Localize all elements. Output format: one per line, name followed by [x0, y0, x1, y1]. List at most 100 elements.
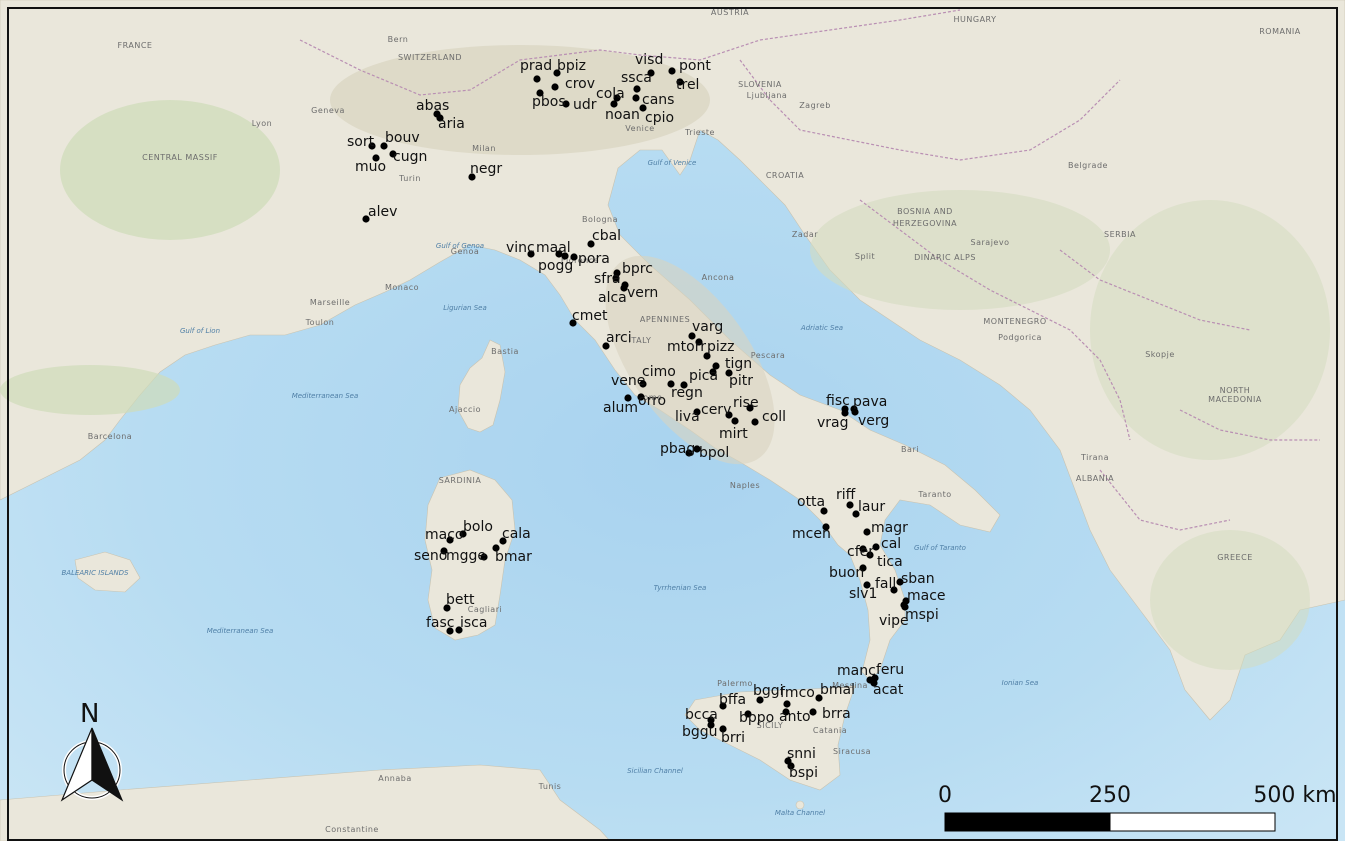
- site-point-fmco[interactable]: [783, 700, 791, 708]
- site-point-vipe[interactable]: [900, 601, 908, 609]
- site-point-magr[interactable]: [863, 528, 871, 536]
- site-point-sfra[interactable]: [612, 274, 620, 282]
- site-point-prad[interactable]: [533, 75, 541, 83]
- site-point-isca[interactable]: [455, 626, 463, 634]
- site-point-trel[interactable]: [676, 78, 684, 86]
- site-point-vrag[interactable]: [841, 409, 849, 417]
- site-point-cugn[interactable]: [389, 150, 397, 158]
- site-point-brri[interactable]: [719, 725, 727, 733]
- basemap-label: NORTH: [1220, 386, 1251, 395]
- site-point-bcca[interactable]: [707, 716, 715, 724]
- site-point-bmar[interactable]: [492, 544, 500, 552]
- site-point-bspi[interactable]: [787, 762, 795, 770]
- site-point-varg[interactable]: [688, 332, 696, 340]
- site-label-tica: tica: [877, 554, 903, 570]
- site-point-tica[interactable]: [866, 551, 874, 559]
- site-point-laur[interactable]: [852, 510, 860, 518]
- site-point-bett[interactable]: [443, 604, 451, 612]
- land-corsica: [457, 339, 506, 433]
- site-label-mtorr: mtorr: [667, 339, 706, 355]
- scale-segment-white: [1109, 812, 1276, 832]
- basemap-label: ITALY: [629, 336, 652, 345]
- site-point-bppo[interactable]: [744, 710, 752, 718]
- site-point-coll[interactable]: [751, 418, 759, 426]
- site-point-cal[interactable]: [872, 543, 880, 551]
- site-point-sban[interactable]: [896, 578, 904, 586]
- site-point-cmet[interactable]: [569, 319, 577, 327]
- site-point-negr[interactable]: [468, 173, 476, 181]
- site-point-bffa[interactable]: [719, 702, 727, 710]
- site-point-sort[interactable]: [368, 142, 376, 150]
- site-point-mgge[interactable]: [480, 553, 488, 561]
- site-point-mcen[interactable]: [822, 523, 830, 531]
- basemap-label: Ajaccio: [449, 405, 481, 414]
- site-point-verg[interactable]: [851, 408, 859, 416]
- site-point-cfer[interactable]: [859, 545, 867, 553]
- site-point-tign[interactable]: [712, 362, 720, 370]
- site-point-bggi[interactable]: [756, 696, 764, 704]
- site-point-alum[interactable]: [624, 394, 632, 402]
- site-point-cimo[interactable]: [667, 380, 675, 388]
- site-point-cala[interactable]: [499, 537, 507, 545]
- site-point-cbal[interactable]: [587, 240, 595, 248]
- site-point-seno[interactable]: [440, 547, 448, 555]
- site-point-cerv[interactable]: [725, 411, 733, 419]
- site-point-otta[interactable]: [820, 507, 828, 515]
- site-point-regn[interactable]: [680, 381, 688, 389]
- site-point-cola[interactable]: [613, 94, 621, 102]
- site-point-maco[interactable]: [446, 536, 454, 544]
- site-point-vene[interactable]: [639, 380, 647, 388]
- site-point-fasc[interactable]: [446, 627, 454, 635]
- site-label-alca: alca: [598, 290, 627, 306]
- basemap-label: Toulon: [305, 318, 335, 327]
- site-label-cans: cans: [642, 92, 674, 108]
- site-point-vern[interactable]: [621, 281, 629, 289]
- site-point-noan[interactable]: [610, 100, 618, 108]
- site-point-liva[interactable]: [693, 408, 701, 416]
- site-point-muo[interactable]: [372, 154, 380, 162]
- site-point-bpol[interactable]: [693, 445, 701, 453]
- site-point-pica[interactable]: [709, 368, 717, 376]
- site-point-pizz[interactable]: [703, 352, 711, 360]
- site-point-riff[interactable]: [846, 501, 854, 509]
- site-point-cpio[interactable]: [639, 104, 647, 112]
- site-point-mirt[interactable]: [731, 417, 739, 425]
- site-point-pont[interactable]: [668, 67, 676, 75]
- site-label-liva: liva: [675, 409, 700, 425]
- site-point-visd[interactable]: [647, 69, 655, 77]
- site-point-cans[interactable]: [632, 94, 640, 102]
- site-label-fall: fall: [875, 576, 896, 592]
- site-point-pbos[interactable]: [536, 89, 544, 97]
- site-point-rise[interactable]: [746, 404, 754, 412]
- site-point-buon[interactable]: [859, 564, 867, 572]
- site-point-pbag[interactable]: [685, 449, 693, 457]
- site-point-udr[interactable]: [562, 100, 570, 108]
- site-label-fasc: fasc: [426, 615, 455, 631]
- site-point-pogg[interactable]: [561, 252, 569, 260]
- site-point-orro[interactable]: [637, 393, 645, 401]
- site-point-anto[interactable]: [782, 708, 790, 716]
- site-point-bolo[interactable]: [459, 530, 467, 538]
- site-point-crov[interactable]: [551, 83, 559, 91]
- site-point-arci[interactable]: [602, 342, 610, 350]
- basemap-label: APENNINES: [640, 315, 690, 324]
- site-point-alev[interactable]: [362, 215, 370, 223]
- site-point-pora[interactable]: [570, 253, 578, 261]
- site-point-bpiz[interactable]: [553, 69, 561, 77]
- site-point-mtorr[interactable]: [695, 338, 703, 346]
- site-point-aria[interactable]: [436, 114, 444, 122]
- site-point-vinc[interactable]: [527, 250, 535, 258]
- site-point-fall[interactable]: [890, 586, 898, 594]
- site-point-brra[interactable]: [809, 708, 817, 716]
- site-label-verg: verg: [858, 413, 889, 429]
- site-point-maal[interactable]: [555, 250, 563, 258]
- site-point-slv1[interactable]: [863, 581, 871, 589]
- site-point-bggu[interactable]: [707, 721, 715, 729]
- basemap-label: Ljubljana: [747, 91, 788, 100]
- site-point-bouv[interactable]: [380, 142, 388, 150]
- site-point-pitr[interactable]: [725, 369, 733, 377]
- site-point-acat[interactable]: [870, 679, 878, 687]
- site-point-bmal[interactable]: [815, 694, 823, 702]
- site-point-ssca[interactable]: [633, 85, 641, 93]
